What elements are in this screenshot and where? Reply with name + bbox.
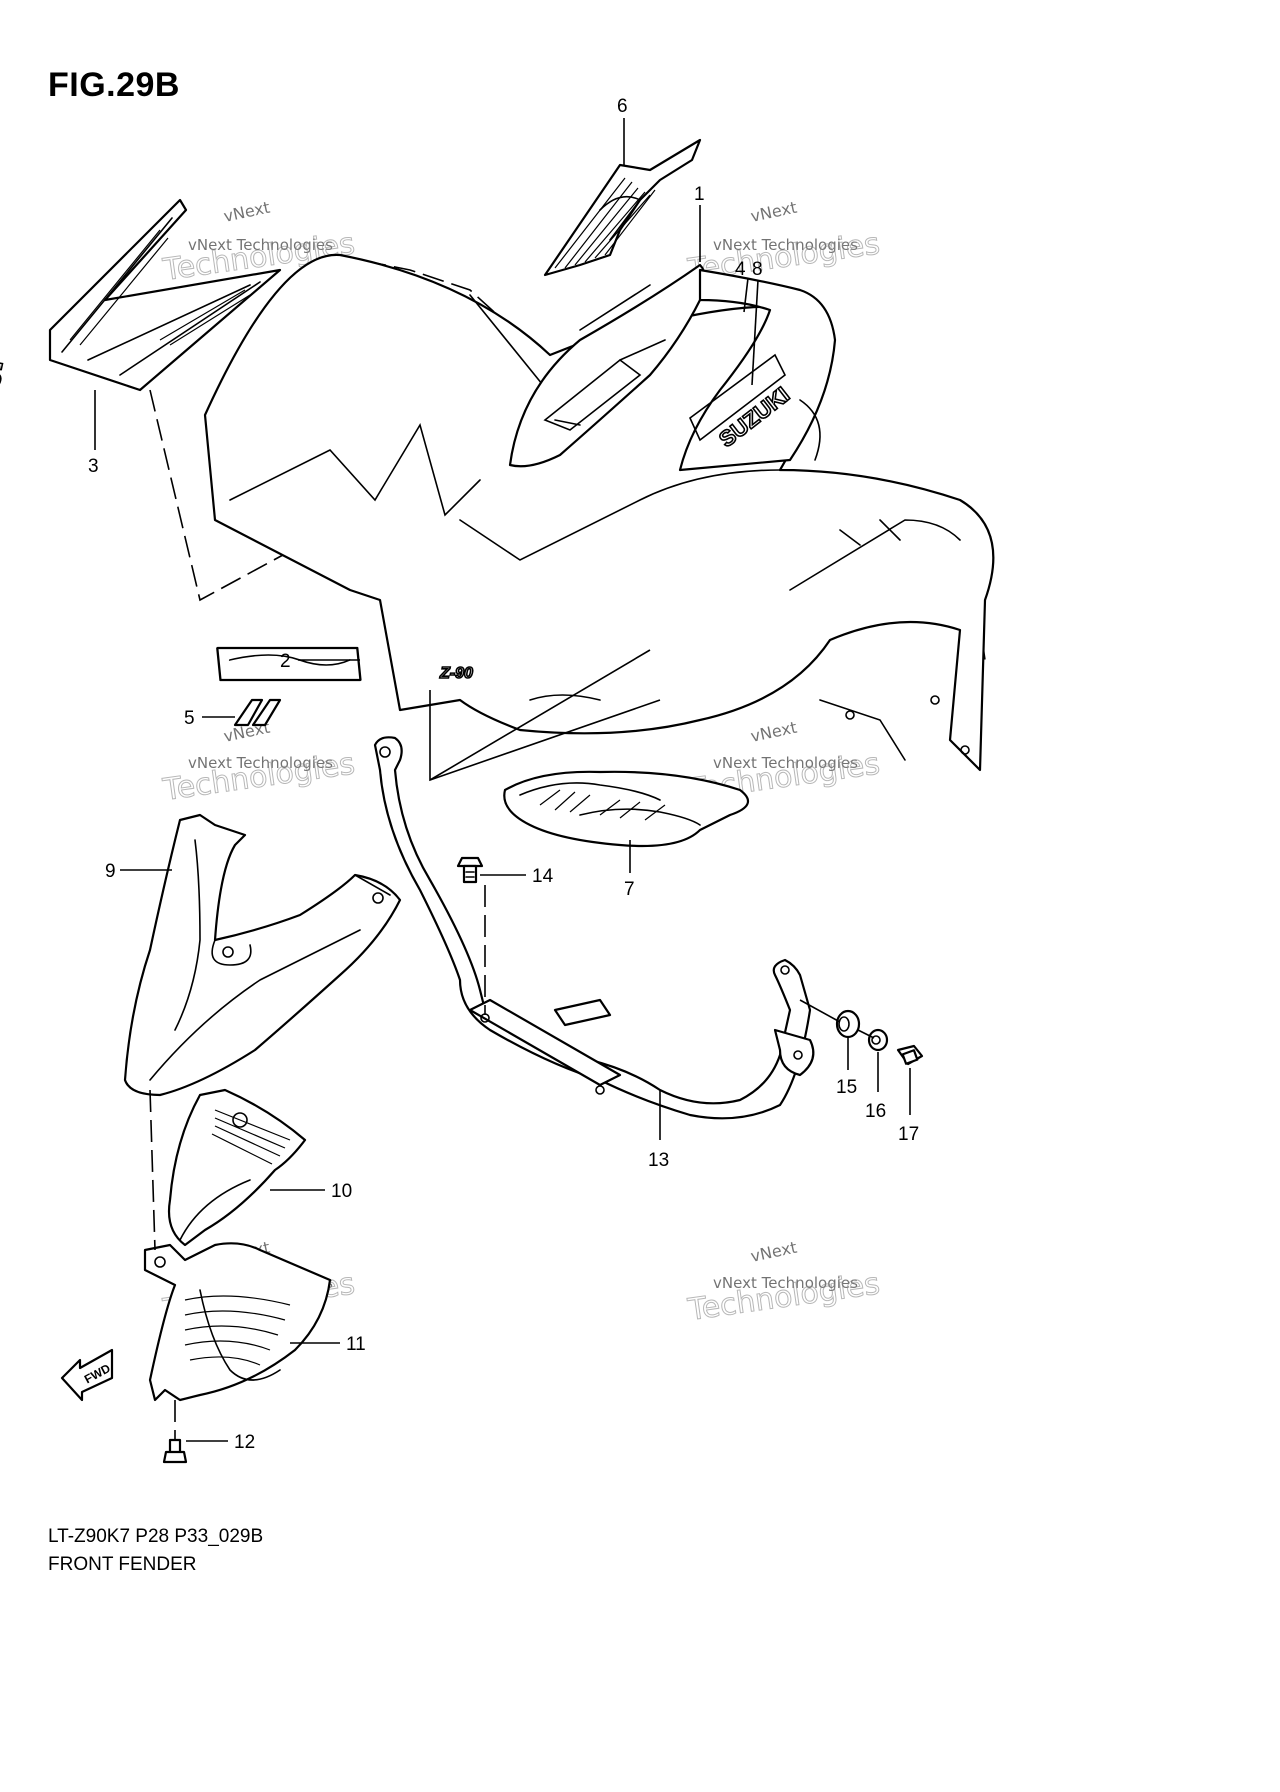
part-16-collar[interactable]	[867, 1028, 889, 1052]
assembly-lines	[149, 649, 875, 1251]
part-3-side-decal[interactable]: S	[0, 198, 282, 398]
svg-text:15: 15	[836, 1077, 857, 1098]
svg-text:vNext Technologies: vNext Technologies	[188, 236, 333, 254]
svg-text:9: 9	[105, 861, 116, 882]
svg-text:13: 13	[648, 1150, 669, 1171]
callout-2: 2	[280, 651, 360, 672]
callout-8: 8	[751, 259, 763, 386]
svg-text:vNext: vNext	[222, 198, 272, 226]
callout-9: 9	[105, 861, 172, 882]
callout-6: 6	[617, 96, 628, 165]
svg-text:12: 12	[234, 1432, 255, 1453]
part-5-s-logo[interactable]	[233, 698, 282, 727]
svg-text:14: 14	[532, 866, 554, 887]
svg-text:vNext: vNext	[749, 718, 799, 746]
svg-text:vNext: vNext	[749, 198, 799, 226]
part-9-front-guard-upper[interactable]	[123, 813, 402, 1097]
part-6-stripe-decal[interactable]	[543, 138, 702, 277]
model-code: LT-Z90K7 P28 P33_029B	[48, 1526, 264, 1547]
part-14-bolt[interactable]	[456, 856, 484, 884]
svg-text:2: 2	[280, 651, 291, 672]
callout-16: 16	[865, 1052, 886, 1122]
svg-text:vNext: vNext	[749, 1238, 799, 1266]
svg-text:5: 5	[184, 708, 195, 729]
part-13-bracket-bar[interactable]	[373, 736, 815, 1120]
callout-3: 3	[88, 390, 99, 477]
callout-17: 17	[898, 1068, 919, 1145]
svg-text:vNext Technologies: vNext Technologies	[188, 754, 333, 772]
part-12-bolt[interactable]	[162, 1400, 188, 1464]
section-name: FRONT FENDER	[48, 1554, 197, 1575]
callout-4: 4	[735, 259, 749, 313]
callout-14: 14	[480, 866, 554, 887]
s-logo-mark: S	[0, 355, 8, 397]
figure-footer: LT-Z90K7 P28 P33_029B FRONT FENDER	[48, 1523, 263, 1579]
svg-text:10: 10	[331, 1181, 352, 1202]
fwd-arrow: FWD	[60, 1348, 114, 1402]
callout-11: 11	[290, 1334, 366, 1355]
svg-text:16: 16	[865, 1101, 886, 1122]
figure-title: FIG.29B	[48, 66, 180, 104]
part-1-side-panel[interactable]: SUZUKI	[678, 268, 837, 472]
part-2-quad-sport-badge[interactable]: Z-90	[210, 646, 474, 683]
svg-text:vNext Technologies: vNext Technologies	[713, 236, 858, 254]
svg-text:1: 1	[694, 184, 705, 205]
svg-text:8: 8	[752, 259, 763, 280]
svg-text:17: 17	[898, 1124, 919, 1145]
callout-5: 5	[184, 708, 235, 729]
watermark-mid-left: vNext vNext Technologies Technologies	[160, 718, 358, 809]
svg-text:4: 4	[735, 259, 746, 280]
svg-text:3: 3	[88, 456, 99, 477]
part-8-front-fender[interactable]	[149, 253, 995, 772]
svg-text:vNext Technologies: vNext Technologies	[713, 754, 858, 772]
part-7-large-decal[interactable]	[503, 770, 750, 848]
callout-10: 10	[270, 1181, 352, 1202]
svg-text:vNext Technologies: vNext Technologies	[713, 1274, 858, 1292]
callout-1: 1	[694, 184, 705, 262]
part-17-bolt[interactable]	[896, 1044, 924, 1066]
svg-text:11: 11	[346, 1334, 366, 1355]
svg-text:7: 7	[624, 879, 635, 900]
part-10-lower-guard[interactable]	[167, 1088, 307, 1247]
watermark-bottom-right: vNext vNext Technologies Technologies	[685, 1238, 883, 1329]
svg-text:6: 6	[617, 96, 628, 117]
callout-7: 7	[624, 840, 635, 900]
callout-12: 12	[186, 1432, 255, 1453]
callout-13: 13	[648, 1090, 669, 1171]
callout-15: 15	[836, 1038, 857, 1098]
model-badge-text: Z-90	[439, 665, 473, 682]
part-11-skid-plate[interactable]	[143, 1242, 332, 1402]
part-15-grommet[interactable]	[835, 1009, 861, 1039]
